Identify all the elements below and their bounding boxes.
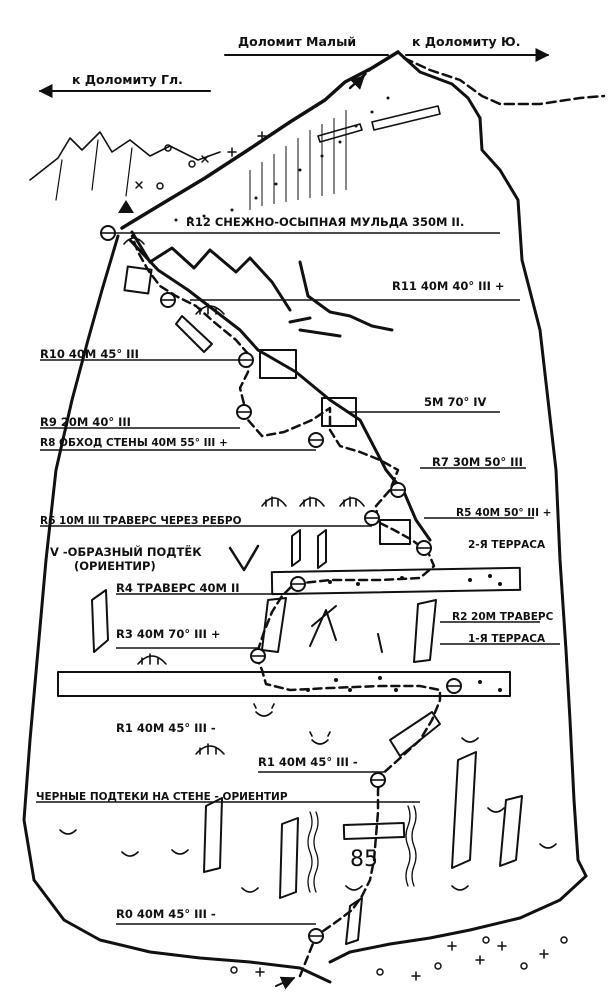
- crack-marks: [309, 605, 383, 653]
- summit-route-arrow-icon: [350, 75, 365, 90]
- label-r8: R8 ОБХОД СТЕНЫ 40М 55° III +: [40, 437, 228, 449]
- label-r11: R11 40М 40° III +: [392, 279, 505, 293]
- snow-patch-symbols: [59, 703, 557, 893]
- label-r12: R12 СНЕЖНО-ОСЫПНАЯ МУЛЬДА 350М II.: [186, 215, 464, 229]
- terrace-2-band: [270, 566, 522, 596]
- start-arrow-icon: [275, 976, 296, 990]
- to-dolomit-yu-label: к Доломиту Ю.: [412, 34, 520, 49]
- label-v-streak-note: (ОРИЕНТИР): [74, 559, 156, 573]
- belay-boxes: [123, 265, 411, 545]
- pitch-leader-lines: [36, 232, 560, 925]
- symbols-bottom: [230, 936, 568, 981]
- terraces: [57, 566, 522, 697]
- label-r1b: R1 40М 45° III -: [258, 755, 358, 769]
- label-r2: R2 20М ТРАВЕРС: [452, 611, 554, 623]
- label-r0: R0 40М 45° III -: [116, 907, 216, 921]
- summit-triangle-icon: [118, 200, 134, 213]
- to-dolomit-gl-label: к Доломиту Гл.: [72, 72, 183, 87]
- label-r1a: R1 40М 45° III -: [116, 721, 216, 735]
- rock-pillars: [91, 315, 523, 945]
- label-r4: R4 ТРАВЕРС 40М II: [116, 581, 240, 595]
- label-r3: R3 40М 70° III +: [116, 627, 221, 641]
- v-streak-icon: [228, 544, 260, 572]
- mountain-outline: [22, 50, 606, 984]
- symbols-top: [135, 131, 267, 190]
- label-v-streak: V -ОБРАЗНЫЙ ПОДТЁК: [50, 544, 202, 559]
- belay-stations: [100, 225, 462, 944]
- label-r9b: 5М 70° IV: [424, 395, 486, 409]
- black-streaks: [307, 805, 417, 893]
- route-number: 85: [350, 847, 378, 872]
- label-terrace-2: 2-Я ТЕРРАСА: [468, 539, 546, 551]
- dolomit-maly-label: Доломит Малый: [238, 34, 356, 49]
- snow-slope-hatching: [249, 110, 347, 210]
- label-r6: R6 10М III ТРАВЕРС ЧЕРЕЗ РЕБРО: [40, 515, 242, 527]
- label-r7: R7 30М 50° III: [432, 455, 523, 469]
- pitch-labels: R12 СНЕЖНО-ОСЫПНАЯ МУЛЬДА 350М II. R11 4…: [36, 215, 554, 921]
- top-direction-arrows: Доломит Малый к Доломиту Ю. к Доломиту Г…: [38, 34, 550, 98]
- climbing-route-line: [130, 234, 442, 978]
- terrace-1-band: [57, 671, 511, 697]
- label-r9: R9 20М 40° III: [40, 415, 131, 429]
- label-r10: R10 40М 45° III: [40, 347, 139, 361]
- label-r5: R5 40М 50° III +: [456, 507, 551, 519]
- label-black-streaks: ЧЕРНЫЕ ПОДТЕКИ НА СТЕНЕ - ОРИЕНТИР: [36, 791, 288, 803]
- label-terrace-1: 1-Я ТЕРРАСА: [468, 633, 546, 645]
- scree-dots: [174, 96, 390, 222]
- snow-arch-symbols: [123, 237, 365, 755]
